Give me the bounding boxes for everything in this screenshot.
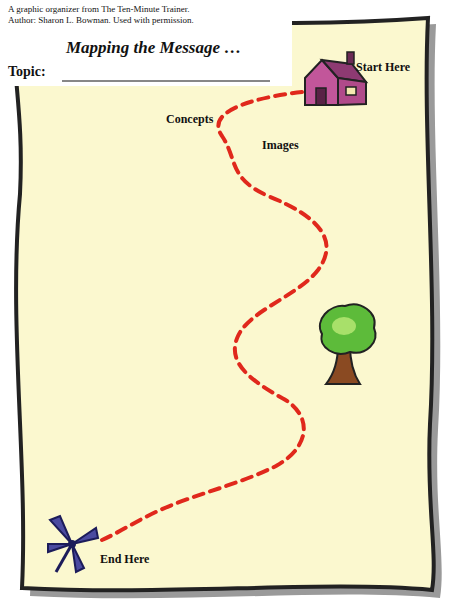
credit-note: Author: Sharon L. Bowman. Used with perm… xyxy=(8,15,194,25)
topic-underline xyxy=(62,80,270,81)
house-icon xyxy=(305,52,366,105)
tree-icon xyxy=(320,304,376,384)
organizer-title: Mapping the Message … xyxy=(66,38,241,58)
paper-sheet xyxy=(14,18,434,590)
header-panel xyxy=(0,0,292,86)
pinwheel-icon xyxy=(48,516,98,572)
end-label: End Here xyxy=(100,552,149,567)
concepts-label: Concepts xyxy=(166,112,213,127)
credit-note: A graphic organizer from The Ten-Minute … xyxy=(8,4,190,14)
dashed-route xyxy=(102,92,327,540)
images-label: Images xyxy=(262,138,299,153)
start-label: Start Here xyxy=(356,60,410,75)
topic-label: Topic: xyxy=(8,64,46,80)
